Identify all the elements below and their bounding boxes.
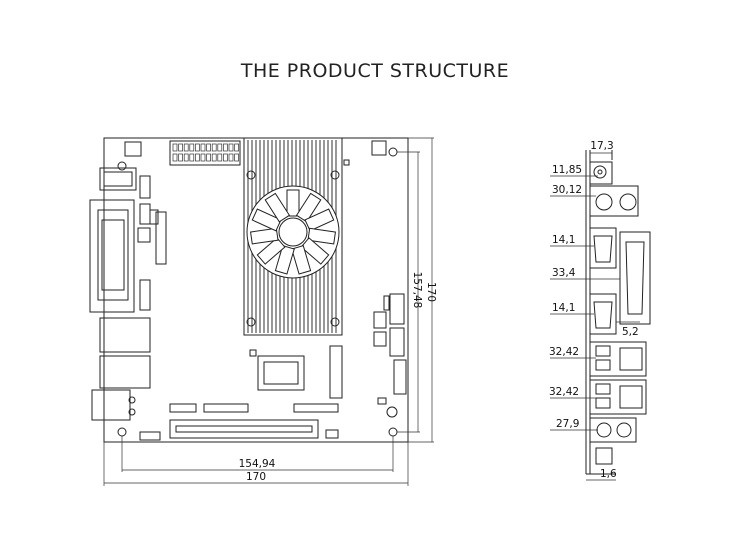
dim-height-inner: 157,48 <box>411 272 423 309</box>
header-right <box>393 359 407 395</box>
board-dimension-lines <box>103 137 434 486</box>
connector-top-left <box>124 141 142 157</box>
msata-slot <box>329 345 343 399</box>
jumper <box>343 159 350 166</box>
dim-db25: 33,4 <box>552 267 576 279</box>
dim-com1: 14,1 <box>552 234 575 246</box>
dim-height-total: 170 <box>425 282 437 302</box>
motherboard-top-view <box>89 137 409 443</box>
header-4 <box>149 209 159 225</box>
page-title: THE PRODUCT STRUCTURE <box>240 60 510 82</box>
dim-com2: 14,1 <box>552 302 575 314</box>
bottom-header-4 <box>139 431 161 441</box>
dim-width-inner: 154,94 <box>239 458 276 470</box>
io-side-view <box>550 150 651 481</box>
fan-header <box>371 140 387 156</box>
audio-jack-top <box>589 161 613 185</box>
header-5 <box>155 211 167 265</box>
header-1 <box>139 175 151 199</box>
atx-power-connector <box>169 140 241 166</box>
connector-right-1 <box>373 311 387 329</box>
dim-lan1: 32,42 <box>549 346 579 358</box>
lan-usb-2 <box>589 379 647 415</box>
bottom-header-3 <box>293 403 339 413</box>
dim-offset: 5,2 <box>622 326 639 338</box>
dim-lan2: 32,42 <box>549 386 579 398</box>
pci-slot <box>169 419 319 439</box>
dim-width-total: 170 <box>246 471 266 483</box>
header-2 <box>139 203 151 225</box>
dim-depth: 17,3 <box>590 140 613 152</box>
battery <box>386 406 398 418</box>
rear-io-board-edge <box>89 167 151 421</box>
bottom-header-2 <box>203 403 249 413</box>
bottom-header-5 <box>325 429 339 439</box>
header-3 <box>137 227 151 243</box>
connector-right-2 <box>373 331 387 347</box>
lan-usb-1 <box>589 341 647 377</box>
bottom-header-1 <box>169 403 197 413</box>
db25-port <box>619 231 651 325</box>
bracket-tab <box>595 447 613 465</box>
dim-ps2: 30,12 <box>552 184 582 196</box>
fan-hub <box>278 217 308 247</box>
led <box>377 397 387 405</box>
com1-port <box>589 227 617 269</box>
dim-audio-jack: 11,85 <box>552 164 582 176</box>
dim-audio-bottom: 27,9 <box>556 418 579 430</box>
cpu-heatsink <box>243 137 343 336</box>
ps2-ports <box>589 185 639 217</box>
header-6 <box>139 279 151 311</box>
mounting-holes <box>117 147 398 437</box>
sata-ports <box>383 293 405 357</box>
dim-bracket: 1,6 <box>600 468 617 480</box>
so-dimm-socket <box>249 349 305 391</box>
